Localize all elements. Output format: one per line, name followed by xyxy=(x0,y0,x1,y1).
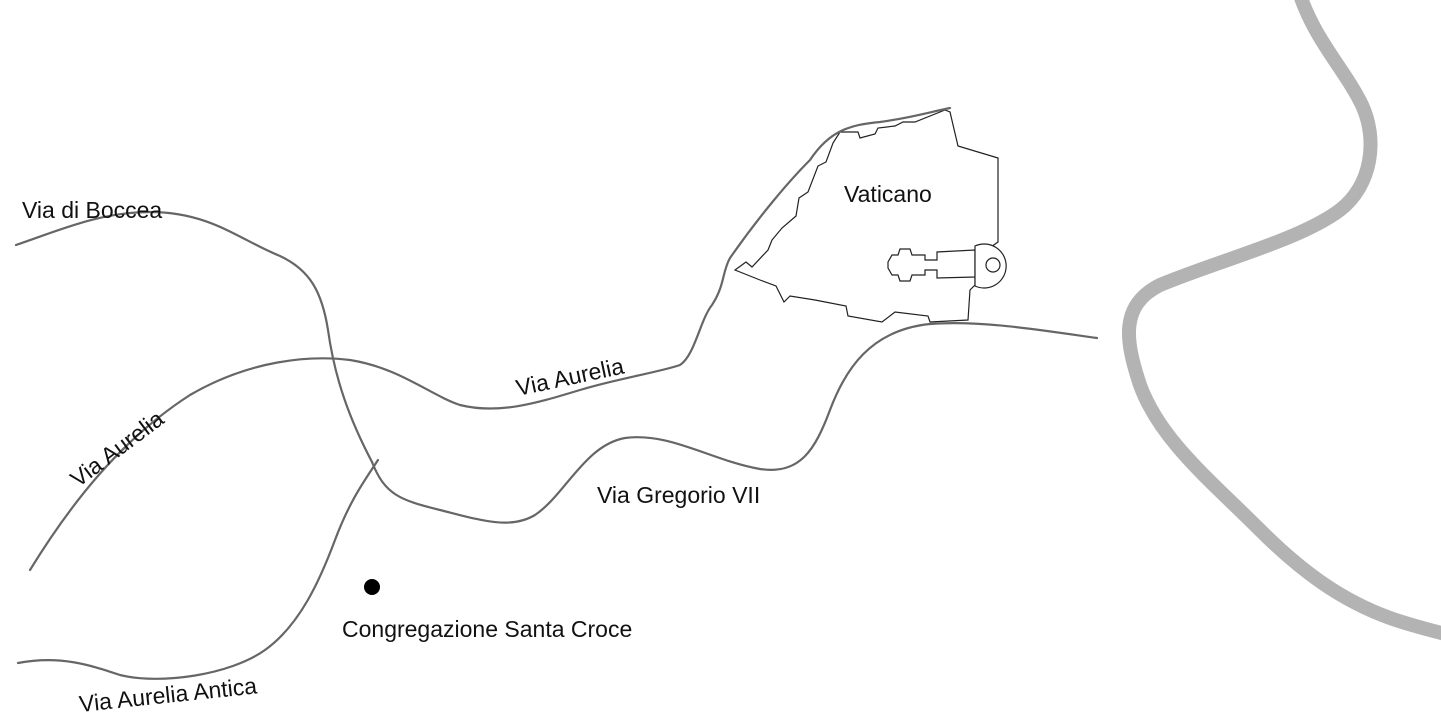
vatican-boundary xyxy=(733,109,999,323)
label-congregazione-santa-croce: Congregazione Santa Croce xyxy=(342,616,632,642)
road-via-aurelia xyxy=(28,106,952,572)
river-tiber xyxy=(1121,0,1441,641)
location-marker[interactable] xyxy=(364,579,380,595)
label-via-aurelia-west: Via Aurelia xyxy=(65,405,168,492)
road-via-gregorio-vii xyxy=(370,321,1099,524)
label-vaticano: Vaticano xyxy=(844,181,932,207)
label-via-di-boccea: Via di Boccea xyxy=(22,197,162,223)
piazza-obelisk-circle xyxy=(985,257,1001,273)
road-via-aurelia-antica xyxy=(16,458,380,680)
road-via-di-boccea xyxy=(14,210,374,464)
label-via-gregorio-vii: Via Gregorio VII xyxy=(597,482,760,508)
st-peters-basilica xyxy=(887,248,976,282)
